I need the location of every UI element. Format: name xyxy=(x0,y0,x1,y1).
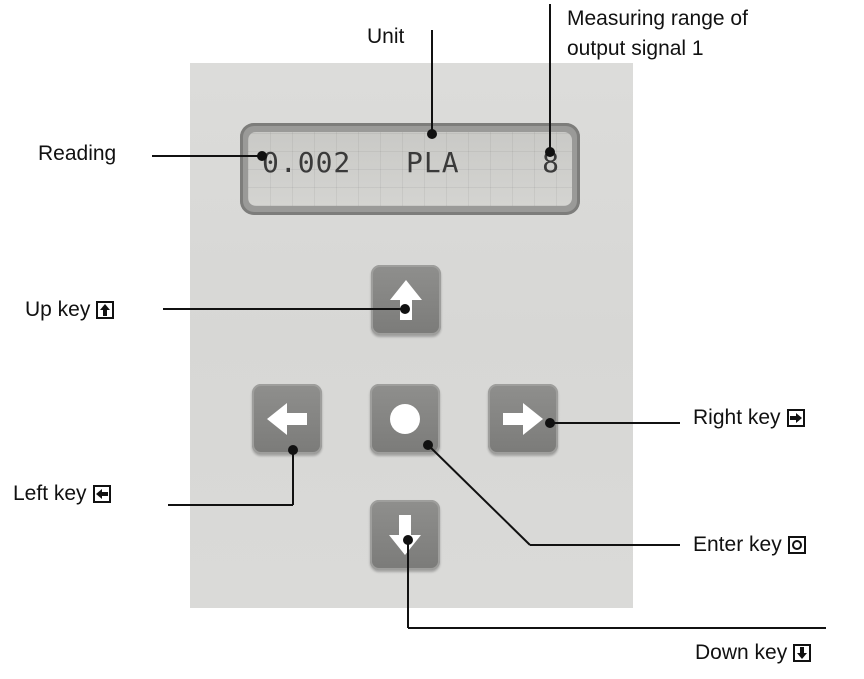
label-right-key-text: Right key xyxy=(693,406,781,429)
left-key-icon xyxy=(92,485,111,503)
label-down-key-text: Down key xyxy=(695,641,788,664)
lcd-unit: PLA xyxy=(406,146,460,179)
enter-key-pointer-dot xyxy=(423,440,433,450)
up-arrow-icon xyxy=(390,280,422,320)
label-enter-key-text: Enter key xyxy=(693,533,782,556)
right-key-pointer-dot xyxy=(545,418,555,428)
down-key-icon xyxy=(793,644,812,662)
enter-key-icon xyxy=(787,536,806,554)
enter-circle-icon xyxy=(390,404,420,434)
left-key-button[interactable] xyxy=(252,384,322,454)
up-key-button[interactable] xyxy=(371,265,441,335)
label-range-line1: Measuring range of xyxy=(567,7,748,30)
lcd-screen: 0.002 PLA 8 xyxy=(248,132,572,206)
label-enter-key: Enter key xyxy=(693,532,806,558)
up-key-icon xyxy=(96,301,115,319)
label-left-key: Left key xyxy=(13,481,111,507)
unit-pointer-dot xyxy=(427,129,437,139)
right-key-button[interactable] xyxy=(488,384,558,454)
label-up-key: Up key xyxy=(25,297,115,323)
left-arrow-icon xyxy=(267,403,307,435)
label-down-key: Down key xyxy=(695,640,812,666)
label-range-line2: output signal 1 xyxy=(567,37,704,60)
down-key-button[interactable] xyxy=(370,500,440,570)
label-right-key: Right key xyxy=(693,405,805,431)
label-up-key-text: Up key xyxy=(25,298,91,321)
lcd-reading: 0.002 xyxy=(262,146,352,179)
label-reading: Reading xyxy=(38,142,117,165)
label-left-key-text: Left key xyxy=(13,482,87,505)
range-pointer-dot xyxy=(545,147,555,157)
up-key-pointer-dot xyxy=(400,304,410,314)
label-unit: Unit xyxy=(367,25,405,48)
right-arrow-icon xyxy=(503,403,543,435)
lcd-display: 0.002 PLA 8 xyxy=(240,123,580,215)
right-key-icon xyxy=(786,409,805,427)
down-arrow-icon xyxy=(389,515,421,555)
reading-pointer-dot xyxy=(257,151,267,161)
left-key-pointer-dot xyxy=(288,445,298,455)
down-key-pointer-dot xyxy=(403,535,413,545)
